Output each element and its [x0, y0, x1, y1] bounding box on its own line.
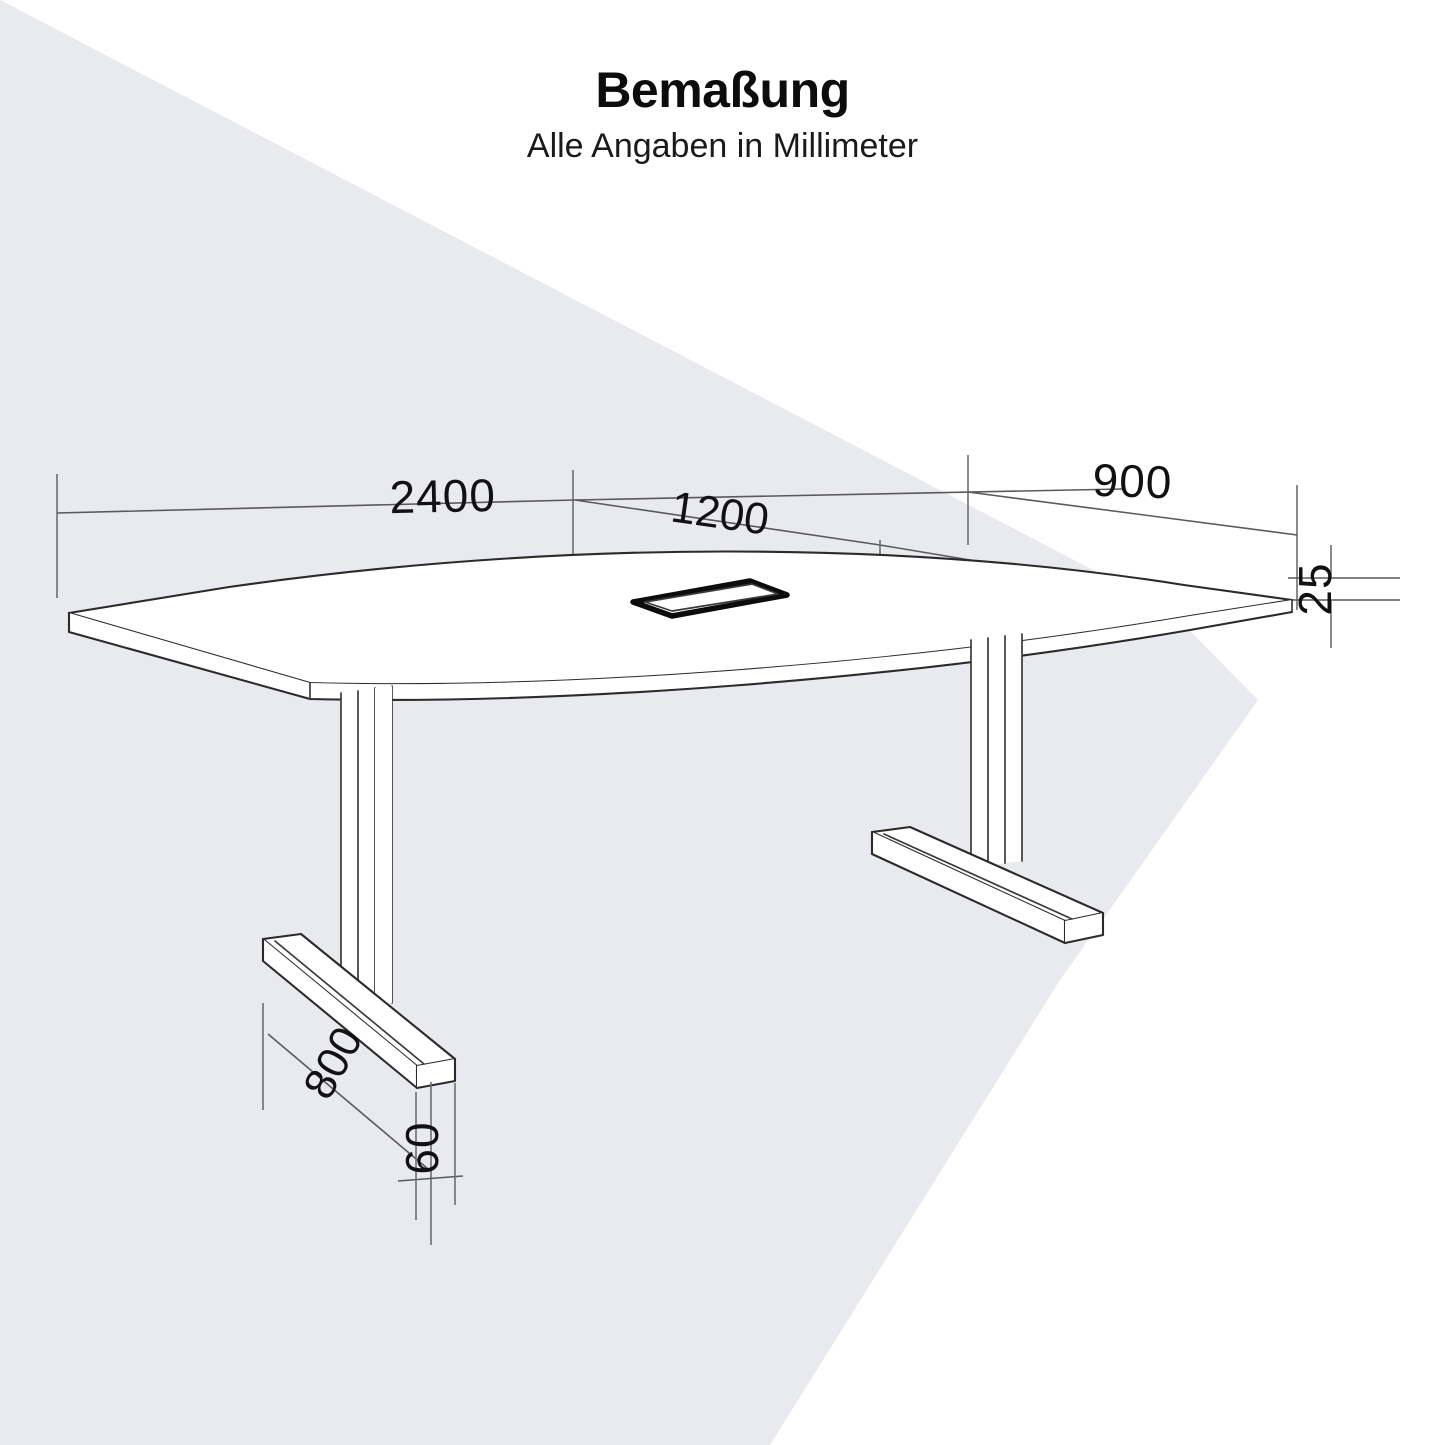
table-top [67, 550, 1294, 701]
dimension-label-25: 25 [1289, 562, 1341, 615]
cable-port [630, 578, 790, 619]
dimension-label-900: 900 [1092, 454, 1174, 509]
dimension-60: 60 [396, 1083, 464, 1220]
dimension-2400: 2400 [56, 469, 1123, 598]
dimension-900: 900 [967, 454, 1298, 610]
dimension-25: 25 [1288, 545, 1400, 648]
dimension-label-60: 60 [396, 1121, 448, 1174]
t-leg-right [870, 633, 1105, 945]
dimension-label-2400: 2400 [389, 469, 496, 523]
t-leg-left [261, 685, 457, 1090]
background-band-upper [0, 0, 1120, 586]
